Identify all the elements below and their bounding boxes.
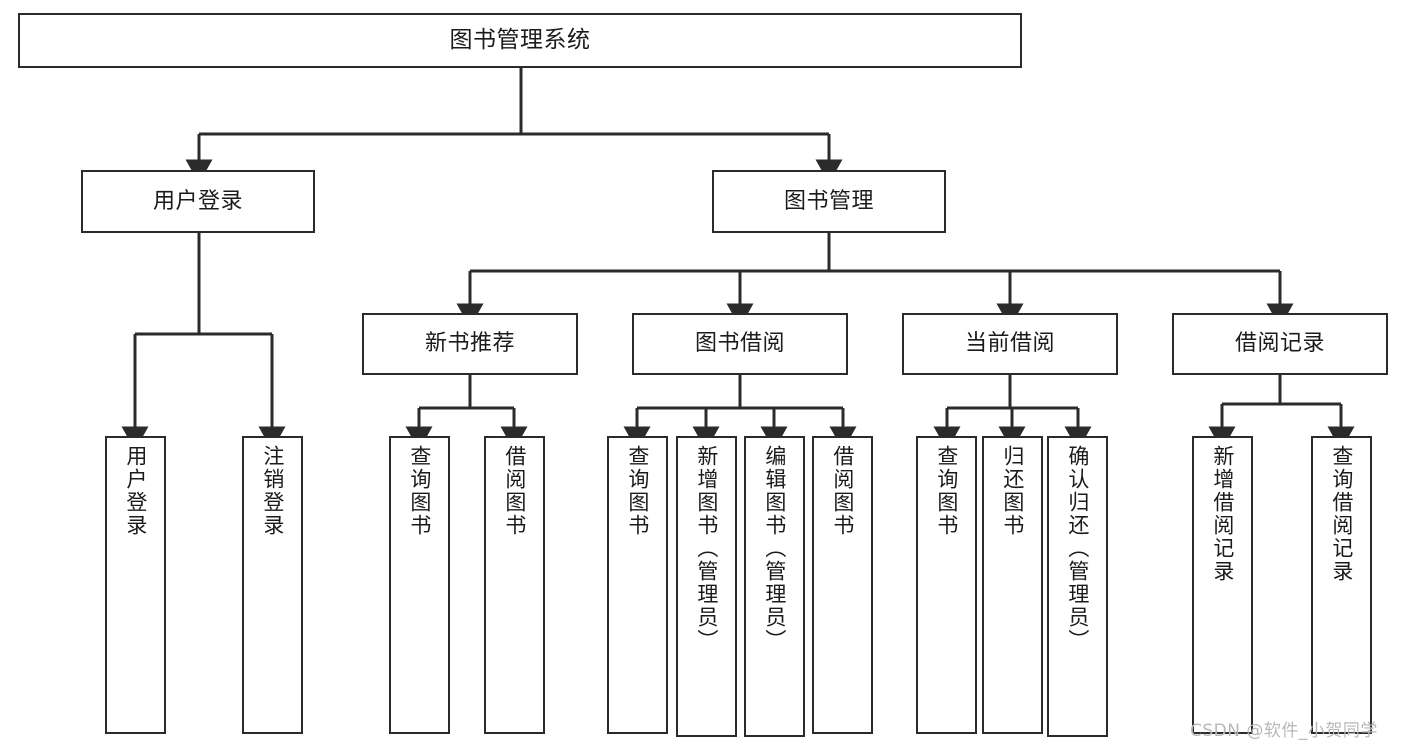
- node-new-book-recommend[interactable]: 新书推荐: [362, 313, 578, 375]
- node-book-borrow-label: 图书借阅: [694, 331, 785, 357]
- watermark: CSDN @软件_小贺同学: [1190, 721, 1378, 741]
- node-borrow-records[interactable]: 借阅记录: [1172, 313, 1388, 375]
- leaf-user-login-signout-label: 注销登录: [260, 445, 285, 537]
- leaf-current-confirm-return-label: 确认归还（管理员）: [1065, 445, 1090, 652]
- leaf-records-add-record[interactable]: 新增借阅记录: [1192, 436, 1253, 734]
- leaf-borrow-add-book[interactable]: 新增图书（管理员）: [676, 436, 737, 737]
- node-new-book-recommend-label: 新书推荐: [424, 331, 515, 357]
- leaf-new-book-query-label: 查询图书: [407, 445, 432, 537]
- leaf-new-book-borrow[interactable]: 借阅图书: [484, 436, 545, 734]
- node-book-manage-label: 图书管理: [783, 188, 874, 214]
- node-user-login-label: 用户登录: [152, 188, 243, 214]
- leaf-borrow-add-book-label: 新增图书（管理员）: [694, 445, 719, 652]
- node-root[interactable]: 图书管理系统: [18, 13, 1022, 68]
- leaf-borrow-query-book[interactable]: 查询图书: [607, 436, 668, 734]
- node-book-manage[interactable]: 图书管理: [712, 170, 946, 233]
- leaf-records-query-record-label: 查询借阅记录: [1329, 445, 1354, 583]
- leaf-new-book-borrow-label: 借阅图书: [502, 445, 527, 537]
- leaf-records-query-record[interactable]: 查询借阅记录: [1311, 436, 1372, 734]
- node-book-borrow[interactable]: 图书借阅: [632, 313, 848, 375]
- leaf-borrow-query-book-label: 查询图书: [625, 445, 650, 537]
- leaf-user-login-signin[interactable]: 用户登录: [105, 436, 166, 734]
- leaf-current-return-book[interactable]: 归还图书: [982, 436, 1043, 734]
- leaf-current-query-book[interactable]: 查询图书: [916, 436, 977, 734]
- leaf-current-confirm-return[interactable]: 确认归还（管理员）: [1047, 436, 1108, 737]
- node-root-label: 图书管理系统: [449, 26, 591, 53]
- node-current-borrow[interactable]: 当前借阅: [902, 313, 1118, 375]
- leaf-user-login-signin-label: 用户登录: [123, 445, 148, 537]
- leaf-borrow-edit-book-label: 编辑图书（管理员）: [762, 445, 787, 652]
- leaf-current-return-book-label: 归还图书: [1000, 445, 1025, 537]
- node-current-borrow-label: 当前借阅: [964, 331, 1055, 357]
- leaf-current-query-book-label: 查询图书: [934, 445, 959, 537]
- node-user-login[interactable]: 用户登录: [81, 170, 315, 233]
- leaf-new-book-query[interactable]: 查询图书: [389, 436, 450, 734]
- leaf-borrow-borrow-book[interactable]: 借阅图书: [812, 436, 873, 734]
- leaf-user-login-signout[interactable]: 注销登录: [242, 436, 303, 734]
- leaf-borrow-borrow-book-label: 借阅图书: [830, 445, 855, 537]
- leaf-borrow-edit-book[interactable]: 编辑图书（管理员）: [744, 436, 805, 737]
- node-borrow-records-label: 借阅记录: [1234, 331, 1325, 357]
- leaf-records-add-record-label: 新增借阅记录: [1210, 445, 1235, 583]
